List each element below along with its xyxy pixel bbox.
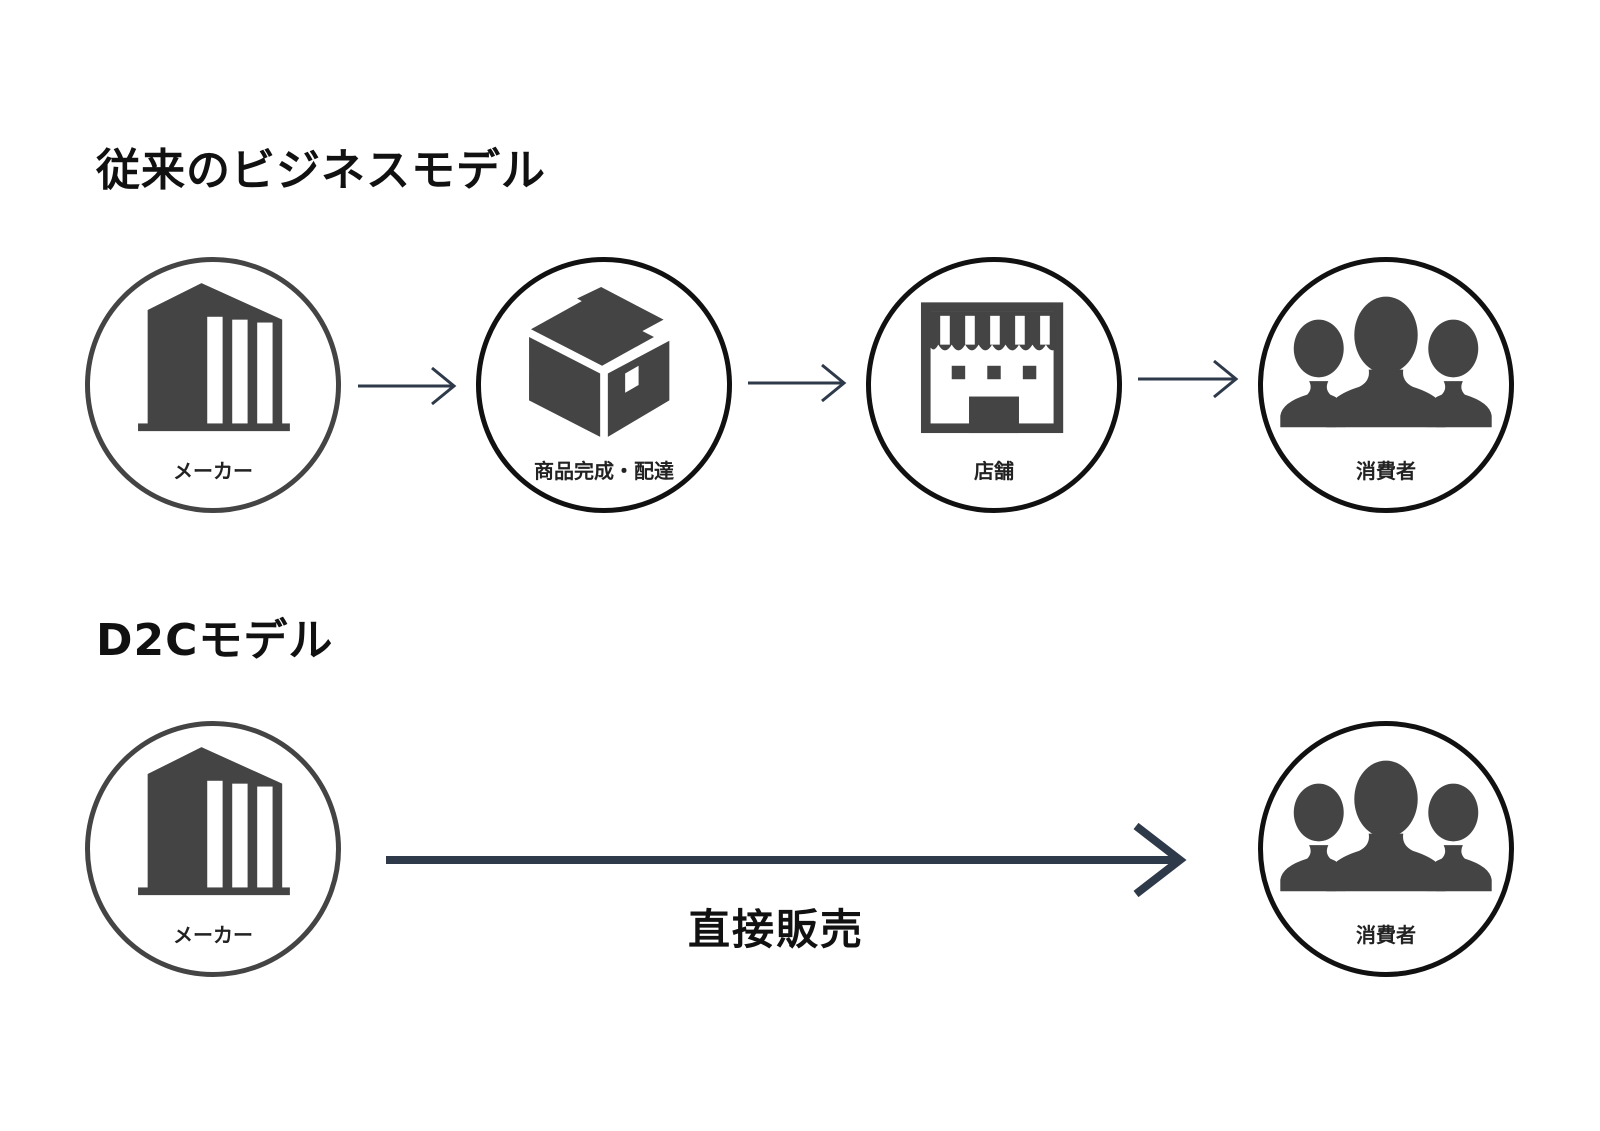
delivery-label: 商品完成・配達 <box>534 459 674 483</box>
traditional-maker-node: メーカー <box>85 257 341 513</box>
delivery-node: 商品完成・配達 <box>476 257 732 513</box>
d2c-maker-node: メーカー <box>85 721 341 977</box>
consumer-label: 消費者 <box>1356 923 1416 947</box>
store-label: 店舗 <box>974 459 1014 483</box>
maker-label: メーカー <box>173 923 253 947</box>
flow-arrow-2 <box>748 363 847 403</box>
traditional-consumer-node: 消費者 <box>1258 257 1514 513</box>
direct-sales-arrow <box>386 822 1187 898</box>
store-node: 店舗 <box>866 257 1122 513</box>
consumer-label: 消費者 <box>1356 459 1416 483</box>
d2c-consumer-node: 消費者 <box>1258 721 1514 977</box>
flow-arrow-1 <box>358 366 457 406</box>
flow-arrow-3 <box>1138 359 1239 399</box>
d2c-model-title: D2Cモデル <box>96 615 334 666</box>
maker-label: メーカー <box>173 459 253 483</box>
direct-sales-label: 直接販売 <box>688 905 865 954</box>
traditional-model-title: 従来のビジネスモデル <box>96 145 546 196</box>
